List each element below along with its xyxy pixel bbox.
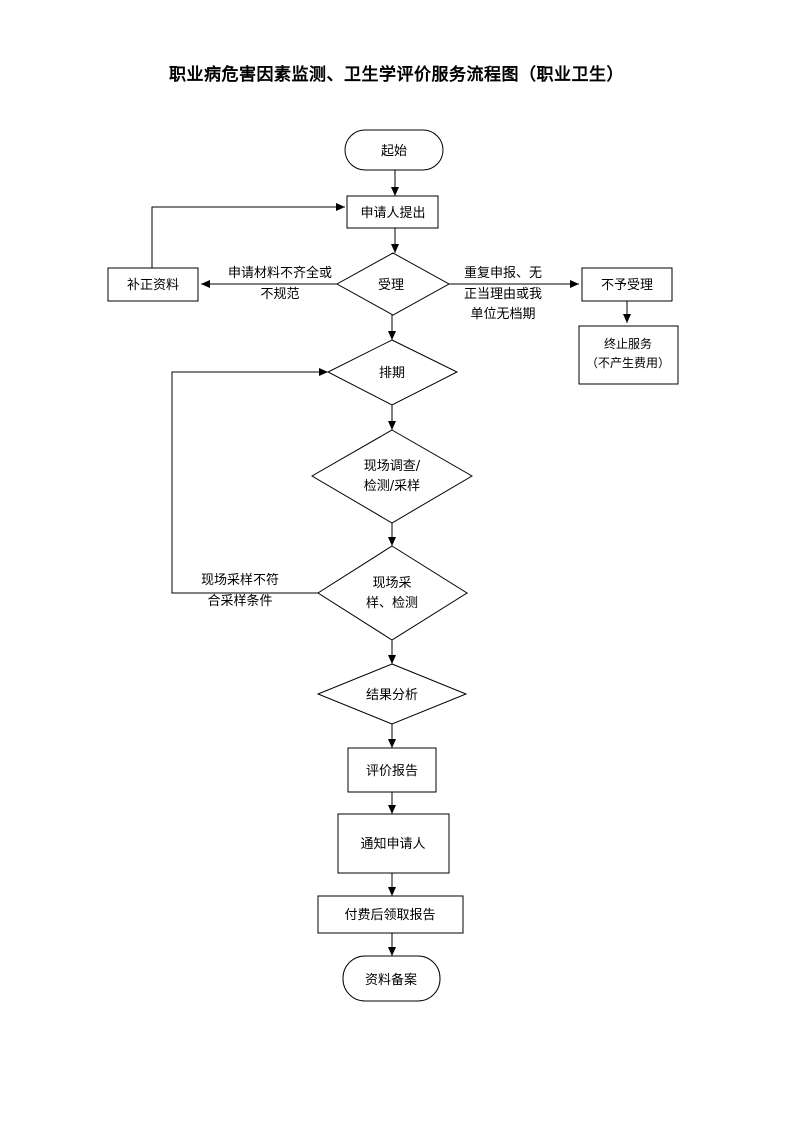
start-label: 起始 — [381, 144, 407, 159]
sampling-label-line2: 样、检测 — [366, 596, 418, 611]
sampling-decision — [317, 545, 468, 641]
sampling-label-line1: 现场采 — [372, 576, 411, 591]
notify-box — [337, 813, 450, 874]
terminate-label-line2: （不产生费用） — [586, 356, 670, 370]
schedule-decision — [326, 339, 459, 406]
applicant-submit-box — [346, 195, 439, 229]
accept-decision — [335, 252, 451, 316]
arrow-supplement-to-submit — [151, 203, 345, 268]
arrow-sampling-back-to-schedule — [171, 368, 328, 594]
reject-box — [581, 267, 673, 302]
survey-label-line1: 现场调查/ — [364, 459, 421, 474]
sampling-fail-label-line1: 现场采样不符 — [201, 572, 279, 588]
pay-collect-box — [317, 895, 464, 934]
incomplete-label-line1: 申请材料不齐全或 — [228, 265, 332, 281]
archive-label: 资料备案 — [365, 972, 417, 988]
supplement-box — [107, 267, 199, 302]
survey-decision — [311, 429, 473, 524]
page-title: 职业病危害因素监测、卫生学评价服务流程图（职业卫生） — [169, 65, 624, 85]
terminate-box — [578, 325, 679, 385]
connectors — [151, 170, 631, 956]
incomplete-label-line2: 不规范 — [260, 287, 299, 302]
analysis-label: 结果分析 — [366, 688, 418, 703]
applicant-submit-label: 申请人提出 — [360, 205, 425, 221]
survey-label-line2: 检测/采样 — [364, 479, 420, 494]
start-terminal — [344, 129, 444, 171]
terminate-label-line1: 终止服务 — [604, 336, 652, 351]
archive-terminal — [342, 955, 441, 1002]
schedule-label: 排期 — [379, 366, 405, 381]
report-box — [347, 747, 437, 793]
notify-label: 通知申请人 — [360, 836, 425, 852]
sampling-fail-label-line2: 合采样条件 — [207, 593, 272, 609]
report-label: 评价报告 — [366, 764, 418, 779]
duplicate-label-line3: 单位无档期 — [470, 307, 535, 322]
analysis-decision — [316, 663, 468, 725]
supplement-label: 补正资料 — [127, 278, 179, 293]
duplicate-label-line1: 重复申报、无 — [464, 265, 542, 281]
duplicate-label-line2: 正当理由或我 — [464, 287, 542, 302]
pay-collect-label: 付费后领取报告 — [344, 908, 435, 923]
reject-label: 不予受理 — [601, 278, 653, 293]
accept-label: 受理 — [378, 278, 404, 293]
